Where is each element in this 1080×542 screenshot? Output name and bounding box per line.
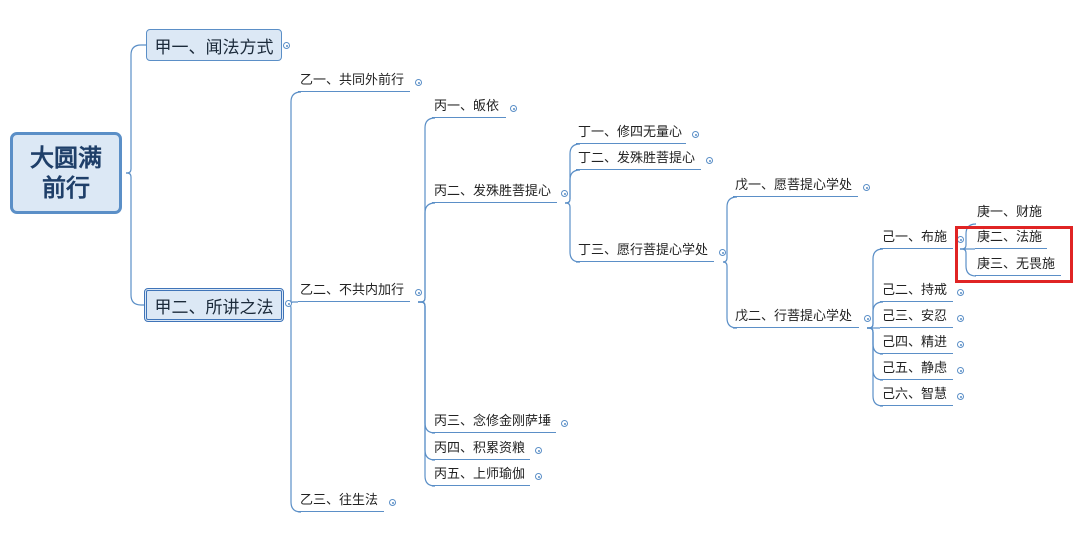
collapse-toggle-wu1[interactable] — [863, 184, 870, 191]
node-ji1[interactable]: 己一、布施 — [880, 229, 953, 249]
node-geng3[interactable]: 庚三、无畏施 — [975, 256, 1061, 276]
collapse-toggle-jia2[interactable] — [285, 300, 292, 307]
node-wu1[interactable]: 戊一、愿菩提心学处 — [733, 177, 858, 197]
collapse-toggle-ji5[interactable] — [957, 367, 964, 374]
collapse-toggle-bing1[interactable] — [510, 105, 517, 112]
node-bing3[interactable]: 丙三、念修金刚萨埵 — [432, 413, 556, 433]
collapse-toggle-ding2[interactable] — [706, 157, 713, 164]
collapse-toggle-ji4[interactable] — [957, 341, 964, 348]
node-wu2[interactable]: 戊二、行菩提心学处 — [733, 308, 859, 328]
node-jia2[interactable]: 甲二、所讲之法 — [144, 288, 284, 322]
collapse-toggle-bing5[interactable] — [535, 473, 542, 480]
collapse-toggle-ji6[interactable] — [957, 393, 964, 400]
collapse-toggle-jia1[interactable] — [283, 42, 290, 49]
collapse-toggle-ji3[interactable] — [957, 315, 964, 322]
collapse-toggle-yi3[interactable] — [389, 499, 396, 506]
connector-3-1 — [565, 169, 581, 204]
connector-2-4 — [418, 301, 436, 487]
node-geng1[interactable]: 庚一、财施 — [977, 205, 1043, 220]
node-ding3[interactable]: 丁三、愿行菩提心学处 — [576, 242, 714, 262]
node-yi2[interactable]: 乙二、不共内加行 — [298, 282, 410, 302]
collapse-toggle-bing3[interactable] — [561, 420, 568, 427]
connector-1-2 — [286, 303, 302, 513]
connector-6-2 — [960, 248, 977, 277]
connector-0-1 — [126, 172, 144, 306]
node-yi3[interactable]: 乙三、往生法 — [298, 492, 384, 512]
node-ji4[interactable]: 己四、精进 — [880, 334, 953, 354]
root-node[interactable]: 大圆满 前行 — [10, 132, 122, 214]
node-bing4[interactable]: 丙四、积累资粮 — [432, 440, 530, 460]
connector-3-2 — [565, 202, 581, 263]
node-ji3[interactable]: 己三、安忍 — [880, 308, 953, 328]
collapse-toggle-yi1[interactable] — [415, 79, 422, 86]
collapse-toggle-bing4[interactable] — [535, 447, 542, 454]
collapse-toggle-ding1[interactable] — [692, 131, 699, 138]
node-bing5[interactable]: 丙五、上师瑜伽 — [432, 466, 530, 486]
node-yi1[interactable]: 乙一、共同外前行 — [298, 72, 410, 92]
connector-4-0 — [722, 196, 738, 263]
collapse-toggle-ji2[interactable] — [957, 289, 964, 296]
node-bing1[interactable]: 丙一、皈依 — [432, 98, 506, 118]
collapse-toggle-ding3[interactable] — [719, 249, 726, 256]
connector-2-3 — [418, 301, 436, 461]
node-ji6[interactable]: 己六、智慧 — [880, 386, 953, 406]
connector-2-0 — [418, 117, 436, 303]
connector-2-1 — [418, 202, 436, 303]
collapse-toggle-yi2[interactable] — [415, 289, 422, 296]
node-jia1[interactable]: 甲一、闻法方式 — [146, 29, 282, 61]
connector-0-0 — [126, 44, 146, 174]
collapse-toggle-bing2[interactable] — [561, 190, 568, 197]
node-ding1[interactable]: 丁一、修四无量心 — [576, 124, 686, 144]
collapse-toggle-wu2[interactable] — [864, 315, 871, 322]
connector-5-5 — [867, 327, 884, 407]
node-ji5[interactable]: 己五、静虑 — [880, 360, 953, 380]
node-geng2[interactable]: 庚二、法施 — [975, 229, 1047, 249]
node-bing2[interactable]: 丙二、发殊胜菩提心 — [432, 183, 557, 203]
highlight-box — [955, 226, 1073, 283]
node-ji2[interactable]: 己二、持戒 — [880, 282, 953, 302]
connector-1-0 — [286, 91, 302, 305]
node-ding2[interactable]: 丁二、发殊胜菩提心 — [576, 150, 701, 170]
